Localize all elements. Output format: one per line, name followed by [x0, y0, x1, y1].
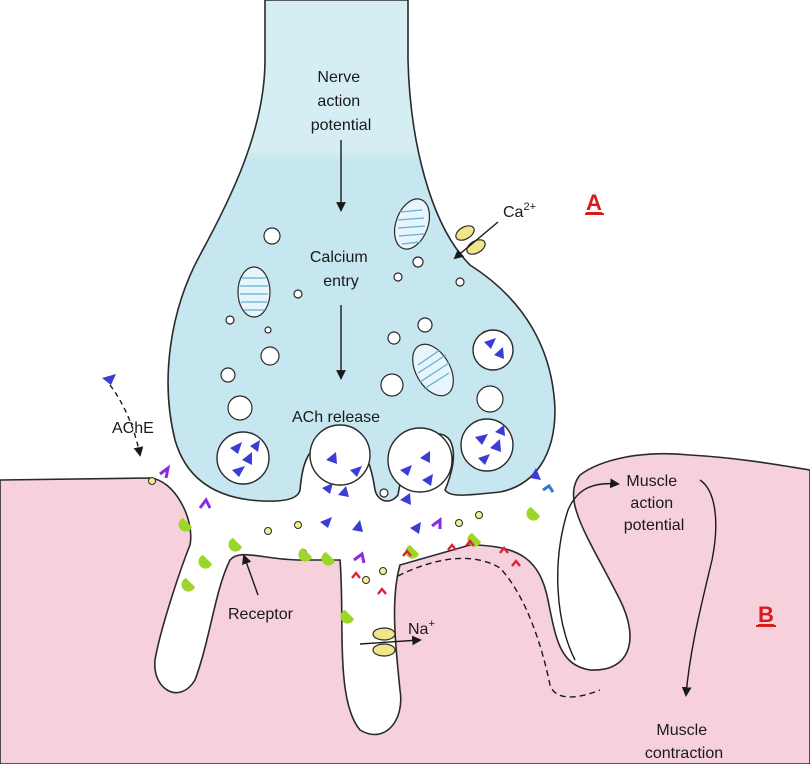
- ache-enzymes: [159, 464, 442, 564]
- ache-label: AChE: [112, 420, 154, 437]
- ache-dashed-arrow: [109, 384, 144, 457]
- receptor-arrow: [242, 554, 259, 596]
- muscle-ap-label: Muscle action potential: [624, 473, 685, 534]
- muscle-ap-dashed-path: [397, 557, 601, 698]
- small-vesicles: [220, 227, 504, 498]
- exocytosis-vesicle: [309, 424, 371, 486]
- calcium-entry-label: Calcium entry: [310, 249, 372, 290]
- choline-dots: [148, 477, 483, 584]
- sodium-channel: [372, 627, 396, 657]
- muscle-contraction-label: Muscle contraction: [645, 722, 723, 762]
- region-a-tag: A: [586, 190, 602, 215]
- ach-release-label: ACh release: [292, 409, 380, 426]
- ach-receptors: [178, 507, 540, 624]
- ca-arrow: [453, 221, 499, 260]
- na-arrow: [359, 635, 422, 646]
- receptor-label: Receptor: [228, 606, 294, 623]
- ach-molecules: [102, 338, 541, 534]
- calcium-ion-label: Ca2+: [503, 201, 536, 221]
- red-channel-sites: [351, 539, 521, 595]
- mitochondria: [237, 198, 454, 397]
- nerve-ap-label: Nerve action potential: [311, 69, 372, 134]
- nerve-terminal: [167, 0, 556, 502]
- muscle-fiber: [0, 452, 810, 764]
- blue-site: [542, 483, 555, 493]
- sodium-ion-label: Na+: [408, 618, 435, 638]
- region-b-tag: B: [758, 602, 774, 627]
- exocytosis-vesicle: [387, 427, 453, 493]
- muscle-ap-arrow-up: [557, 478, 620, 661]
- muscle-contraction-arrow: [681, 479, 717, 697]
